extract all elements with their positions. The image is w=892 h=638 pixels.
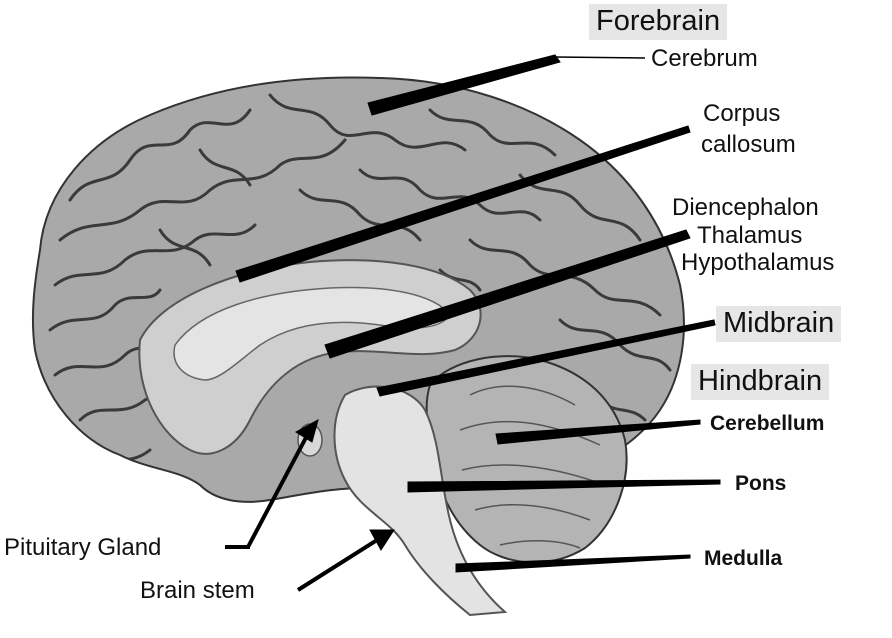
- midbrain-leader: [376, 319, 716, 397]
- label-corpus-callosum-line2: callosum: [701, 131, 796, 158]
- label-corpus-callosum-line1: Corpus: [703, 100, 781, 127]
- pons-leader: [407, 479, 721, 493]
- pituitary-arrowhead: [295, 418, 319, 443]
- medulla-leader: [455, 554, 691, 573]
- brainstem-arrow-line: [296, 533, 387, 592]
- diencephalon-leader: [324, 229, 691, 359]
- label-hypothalamus: Hypothalamus: [681, 249, 835, 276]
- label-brain-stem: Brain stem: [140, 577, 255, 604]
- cerebellum-folia: [459, 385, 606, 549]
- section-forebrain: Forebrain: [589, 4, 728, 40]
- label-cerebellum: Cerebellum: [710, 412, 825, 435]
- label-cerebrum: Cerebrum: [651, 45, 758, 72]
- corpus-callosum-leader: [235, 125, 691, 283]
- gyri-texture: [48, 93, 672, 472]
- label-diencephalon: Diencephalon: [672, 194, 819, 221]
- brainstem-arrowhead: [369, 529, 395, 551]
- section-hindbrain: Hindbrain: [691, 364, 830, 400]
- cerebrum-leader: [367, 54, 561, 116]
- pituitary-arrow-line: [246, 429, 312, 548]
- leader-lines: [225, 54, 721, 592]
- label-medulla: Medulla: [704, 547, 783, 570]
- section-midbrain: Midbrain: [716, 306, 842, 342]
- label-thalamus: Thalamus: [697, 222, 803, 249]
- brainstem-shape: [333, 385, 508, 617]
- label-pons: Pons: [735, 472, 787, 495]
- cerebellum-leader: [495, 419, 701, 445]
- label-pituitary-gland: Pituitary Gland: [4, 534, 162, 561]
